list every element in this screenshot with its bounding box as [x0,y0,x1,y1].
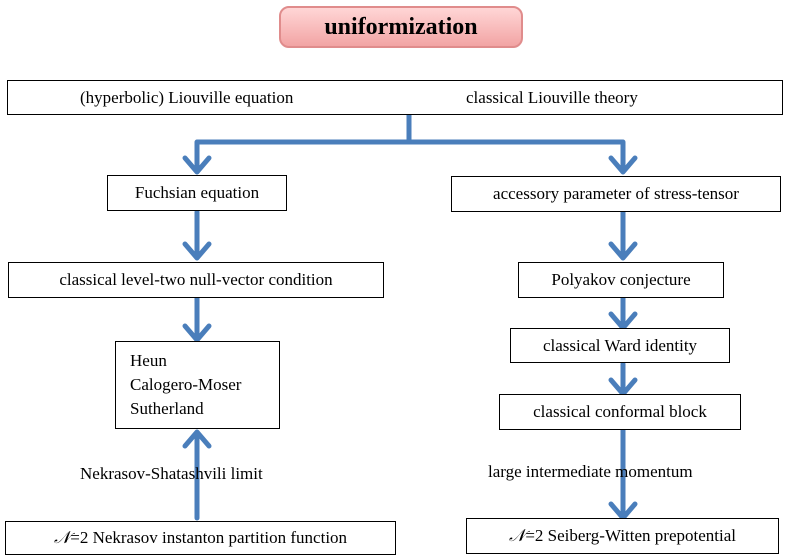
polyakov-conjecture-box: Polyakov conjecture [518,262,724,298]
fuchsian-equation-box: Fuchsian equation [107,175,287,211]
conformal-block-label: classical conformal block [533,402,707,421]
arrowhead-to-fuchsian [182,155,212,175]
accessory-parameter-label: accessory parameter of stress-tensor [493,184,739,203]
n-symbol: 𝒩 [53,528,71,547]
nekrasov-partition-label: 𝒩=2 Nekrasov instanton partition functio… [54,528,347,548]
seiberg-witten-label: 𝒩=2 Seiberg-Witten prepotential [509,526,736,546]
calogero-moser-label: Calogero-Moser [130,375,242,394]
liouville-equation-label: (hyperbolic) Liouville equation [80,88,294,107]
nekrasov-shatashvili-limit-label: Nekrasov-Shatashvili limit [80,464,263,483]
arrowhead-up-systems [182,429,212,449]
arrowhead-polyakov [608,241,638,261]
liouville-box: (hyperbolic) Liouville equation classica… [7,80,783,115]
title-box: uniformization [279,6,523,48]
nekrasov-partition-text: =2 Nekrasov instanton partition function [70,528,348,547]
accessory-parameter-box: accessory parameter of stress-tensor [451,176,781,212]
heun-label: Heun [130,351,167,370]
integrable-systems-box: Heun Calogero-Moser Sutherland [115,341,280,429]
diagram-title: uniformization [324,13,478,40]
null-vector-box: classical level-two null-vector conditio… [8,262,384,298]
arrowhead-systems [182,323,212,343]
conformal-block-box: classical conformal block [499,394,741,430]
nekrasov-partition-box: 𝒩=2 Nekrasov instanton partition functio… [5,521,396,555]
branch-connector [194,111,626,171]
ward-identity-label: classical Ward identity [542,335,698,355]
liouville-theory-label: classical Liouville theory [466,88,638,107]
seiberg-witten-text: =2 Seiberg-Witten prepotential [525,526,736,545]
arrowhead-conformal [608,377,638,397]
polyakov-conjecture-label: Polyakov conjecture [551,270,691,289]
large-momentum-label: large intermediate momentum [488,462,693,481]
arrowhead-ward [608,311,638,331]
null-vector-label: classical level-two null-vector conditio… [59,270,333,289]
arrowhead-nullvector [182,241,212,261]
arrowhead-to-accessory [608,155,638,175]
fuchsian-equation-label: Fuchsian equation [134,183,260,202]
seiberg-witten-box: 𝒩=2 Seiberg-Witten prepotential [466,518,779,554]
arrowhead-prepotential [608,501,638,521]
ward-identity-box: classical Ward identity [510,328,730,363]
n-symbol: 𝒩 [509,526,526,545]
sutherland-label: Sutherland [130,399,204,418]
